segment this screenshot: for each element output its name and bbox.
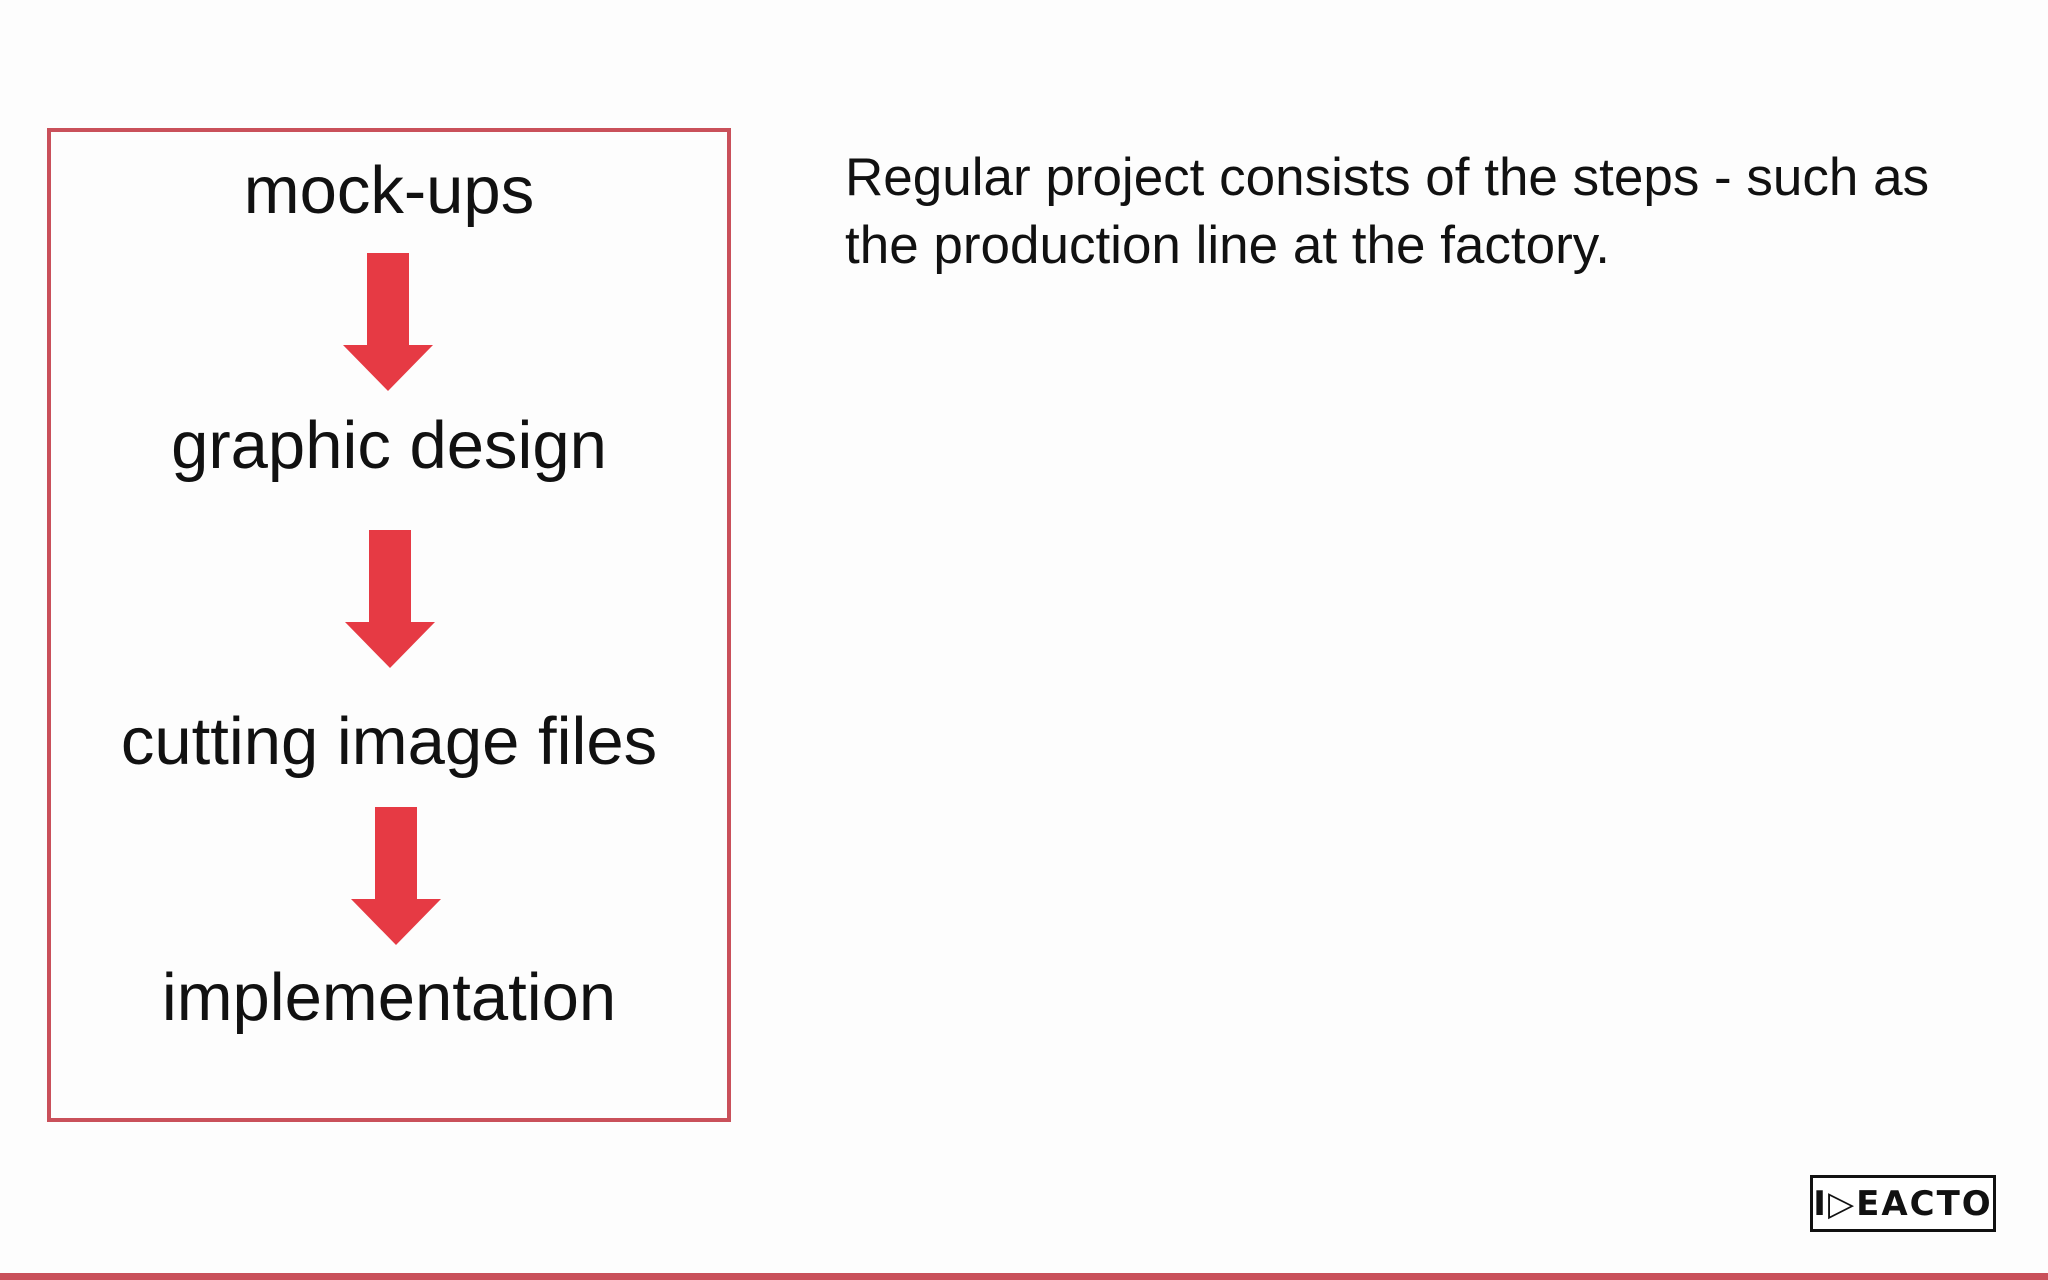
step-graphic-design: graphic design xyxy=(171,408,607,483)
down-arrow-icon xyxy=(343,253,433,393)
ideacto-logo: I▷EACTO xyxy=(1810,1175,1996,1232)
down-arrow-icon xyxy=(351,807,441,947)
process-flow-box: mock-ups graphic design cutting image fi… xyxy=(47,128,731,1122)
description-text: Regular project consists of the steps - … xyxy=(845,148,1930,275)
step-mock-ups: mock-ups xyxy=(243,153,535,228)
step-cutting-image-files: cutting image files xyxy=(120,704,658,779)
bottom-accent-bar xyxy=(0,1273,2048,1280)
logo-text: I▷EACTO xyxy=(1813,1183,1993,1224)
down-arrow-icon xyxy=(345,530,435,670)
step-implementation: implementation xyxy=(161,960,617,1035)
